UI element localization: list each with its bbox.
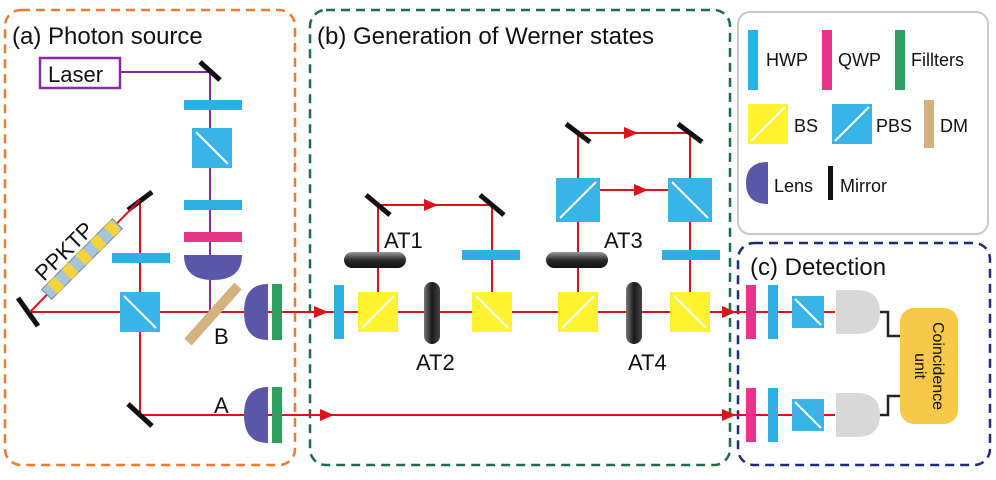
qwp-det-b [746, 285, 756, 339]
legend-lens-swatch [746, 162, 768, 204]
hwp-left [112, 253, 170, 263]
port-a-label: A [214, 393, 229, 418]
at4-label: AT4 [628, 350, 667, 375]
mirror-at1-right [478, 193, 506, 217]
legend-dm-swatch [924, 100, 934, 148]
hwp-det-a [768, 388, 778, 442]
pbs-det-a-diag [794, 401, 822, 429]
bs-4-diag [673, 295, 707, 329]
cable-b [880, 310, 900, 338]
at2-label: AT2 [416, 350, 455, 375]
panel-b-frame [308, 8, 732, 467]
port-b-label: B [214, 324, 229, 349]
legend-hwp-swatch [748, 30, 758, 90]
mirror-pump-top [198, 60, 222, 82]
mirror-at3-right [676, 122, 704, 144]
filter-b [272, 284, 282, 340]
legend-frame [737, 11, 989, 235]
lens-b [244, 284, 268, 340]
lens-a [244, 387, 268, 443]
laser-label: Laser [48, 62, 103, 87]
at3-label: AT3 [604, 228, 643, 253]
legend-pbs-diag [834, 106, 870, 142]
qwp-det-a [746, 388, 756, 442]
pbs-det-b-diag [794, 298, 822, 326]
at1-label: AT1 [384, 228, 423, 253]
mirror-ppktp-left [15, 296, 41, 328]
cable-a [880, 394, 900, 417]
panel-a-frame [3, 8, 297, 467]
panel-c-frame [736, 241, 992, 467]
panel-a-title: (a) Photon source [12, 23, 203, 50]
legend-mirror: Mirror [840, 176, 887, 196]
attenuator-at2 [424, 282, 440, 344]
hwp-det-b [768, 285, 778, 339]
attenuator-at1 [344, 252, 406, 268]
attenuator-at3 [546, 252, 608, 268]
legend-filters: Fillters [911, 50, 964, 70]
hwp-b-entry [334, 285, 344, 339]
mirror-bottom-left [126, 402, 154, 428]
pbs-left-diag [123, 295, 157, 329]
legend-lens: Lens [774, 176, 813, 196]
mirror-at3-left [564, 122, 592, 144]
panel-c-title: (c) Detection [750, 254, 886, 281]
ppktp-crystal [40, 217, 124, 301]
bs-1-diag [361, 295, 395, 329]
legend-mirror-swatch [828, 166, 833, 200]
hwp-at1-loop [462, 250, 520, 260]
coincidence-label-line1: Coincidence [929, 322, 946, 410]
legend-bs-diag [750, 106, 786, 142]
attenuator-at4 [626, 282, 642, 344]
pbs-at3-left-diag [559, 181, 597, 219]
legend-hwp: HWP [766, 50, 808, 70]
detector-a [836, 393, 880, 437]
coincidence-unit [900, 308, 958, 424]
legend-qwp: QWP [838, 50, 881, 70]
legend-bs: BS [794, 116, 818, 136]
pbs-at3-right-diag [671, 181, 709, 219]
qwp-pump [184, 232, 242, 242]
legend-filter-swatch [895, 30, 905, 90]
filter-a [272, 387, 282, 443]
bs-2-diag [475, 295, 509, 329]
legend-qwp-swatch [822, 30, 832, 90]
mirror-at1-left [364, 193, 392, 217]
bs-3-diag [561, 295, 595, 329]
legend-pbs: PBS [876, 116, 912, 136]
coincidence-label-line2: unit [911, 353, 928, 379]
hwp-pump-1 [184, 100, 242, 110]
hwp-at3-loop [662, 250, 720, 260]
laser-box [38, 56, 122, 90]
legend-dm: DM [940, 116, 968, 136]
hwp-pump-2 [184, 200, 242, 210]
lens-pump [184, 255, 242, 280]
panel-b-title: (b) Generation of Werner states [317, 23, 654, 50]
detector-b [836, 290, 880, 334]
dichroic-mirror [184, 282, 242, 346]
pbs-pump-diag [195, 131, 229, 165]
